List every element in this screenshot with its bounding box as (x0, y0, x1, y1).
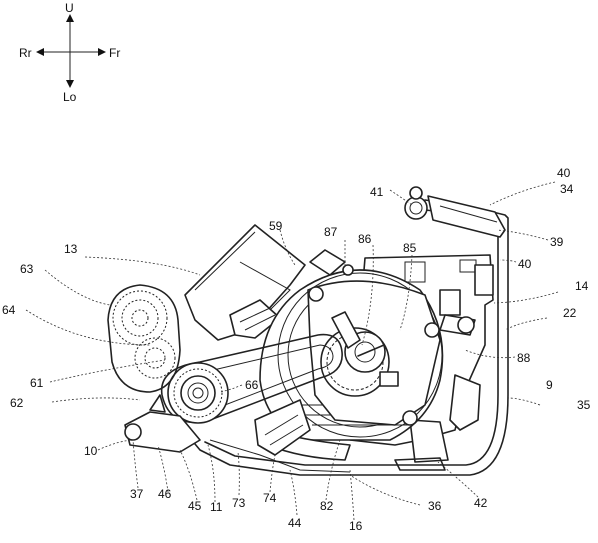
orientation-indicator: U Lo Rr Fr (19, 1, 120, 104)
label-9: 9 (546, 378, 553, 392)
label-61: 61 (30, 376, 44, 390)
label-37: 37 (130, 487, 144, 501)
orientation-rear-label: Rr (19, 46, 32, 60)
label-41: 41 (370, 185, 384, 199)
label-74: 74 (263, 491, 277, 505)
label-62: 62 (10, 396, 24, 410)
reference-numerals: 40 34 41 39 59 87 86 85 40 13 63 14 64 2… (2, 166, 591, 533)
orientation-down-label: Lo (63, 90, 77, 104)
label-85: 85 (403, 241, 417, 255)
label-88: 88 (517, 351, 531, 365)
label-59: 59 (269, 219, 283, 233)
label-16: 16 (349, 519, 363, 533)
label-11: 11 (210, 500, 223, 514)
label-66: 66 (245, 378, 259, 392)
label-10: 10 (84, 444, 98, 458)
rear-sprockets (107, 284, 181, 393)
label-40-top: 40 (557, 166, 571, 180)
label-45: 45 (188, 499, 202, 513)
label-87: 87 (324, 225, 338, 239)
label-36: 36 (428, 499, 442, 513)
label-35: 35 (577, 398, 591, 412)
label-39: 39 (550, 235, 564, 249)
motor-block (184, 224, 346, 341)
orientation-up-label: U (65, 1, 74, 15)
label-64: 64 (2, 303, 16, 317)
orientation-front-label: Fr (109, 46, 120, 60)
label-13: 13 (64, 242, 78, 256)
label-86: 86 (358, 232, 372, 246)
label-73: 73 (232, 496, 246, 510)
label-14: 14 (575, 279, 589, 293)
lower-base (124, 394, 351, 473)
label-46: 46 (158, 487, 172, 501)
label-82: 82 (320, 499, 334, 513)
label-42: 42 (474, 496, 488, 510)
leader-lines (25, 181, 559, 521)
label-40-mid: 40 (518, 257, 532, 271)
belt-drive (160, 333, 343, 424)
label-22: 22 (563, 306, 577, 320)
label-34: 34 (560, 182, 574, 196)
drive-cover (307, 264, 441, 426)
label-44: 44 (288, 516, 302, 530)
seat-bracket (404, 186, 506, 238)
label-63: 63 (20, 262, 34, 276)
